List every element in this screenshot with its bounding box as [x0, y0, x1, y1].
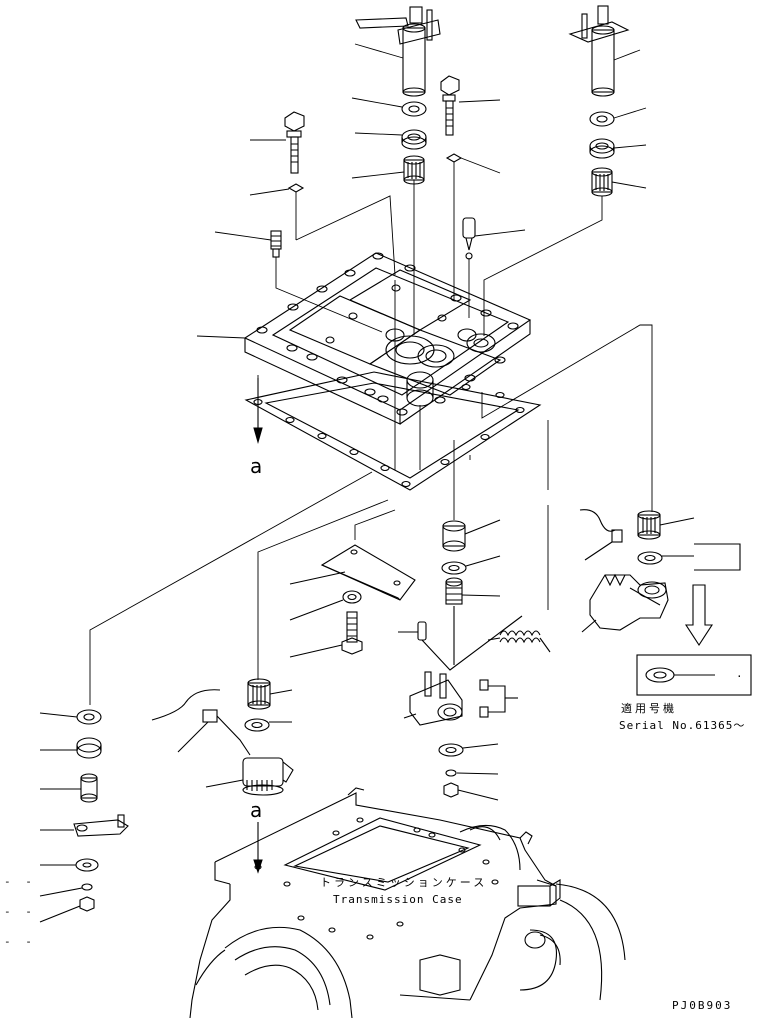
dash-mark-3: - -: [4, 935, 36, 948]
leader-lines: [89, 43, 653, 705]
spring: [487, 630, 551, 653]
breather: [270, 230, 282, 258]
plate-bracket: [289, 544, 416, 601]
shift-fork-assembly: [579, 509, 752, 696]
applicable-serial-label-jp: 適用号機: [621, 702, 677, 715]
washer-stack-right: [589, 111, 615, 197]
case-label-en: Transmission Case: [333, 893, 463, 906]
detent-pin: [462, 217, 476, 260]
case-label-jp: トランスミッションケース: [320, 876, 488, 889]
pin-small: [398, 615, 523, 671]
snap-ring: [445, 769, 457, 777]
drawing-code: PJ0B903: [672, 999, 733, 1012]
switch-with-wire: [151, 689, 294, 796]
dash-mark-1: - -: [4, 875, 36, 888]
arrow-label-a-bottom: a: [250, 798, 263, 822]
transmission-case: [189, 787, 626, 1018]
bolt-center: [440, 75, 460, 136]
cone-left: [287, 183, 305, 193]
bolt-mid: [289, 611, 363, 658]
serial-number-label: Serial No.61365～: [619, 719, 746, 732]
bolt-left: [284, 111, 305, 174]
inset-dot: .: [736, 667, 744, 680]
gasket: [244, 371, 542, 491]
gear-bushing: [244, 678, 293, 732]
washer-stack-left: [401, 101, 427, 185]
arrow-a-top: [253, 378, 263, 445]
serial-inset-box: [636, 654, 752, 696]
washer-lower: [438, 743, 464, 757]
dash-mark-2: - -: [4, 905, 36, 918]
left-column-parts: [39, 709, 129, 923]
nut-lower: [443, 782, 459, 798]
bushing-mid: [441, 519, 501, 665]
arrow-label-a-top: a: [250, 454, 263, 478]
shift-lever-right: [568, 5, 630, 97]
shift-lever-left: [355, 6, 441, 97]
cone-center: [445, 153, 463, 163]
lever-assembly: [403, 671, 518, 726]
washer-mid: [342, 590, 362, 604]
